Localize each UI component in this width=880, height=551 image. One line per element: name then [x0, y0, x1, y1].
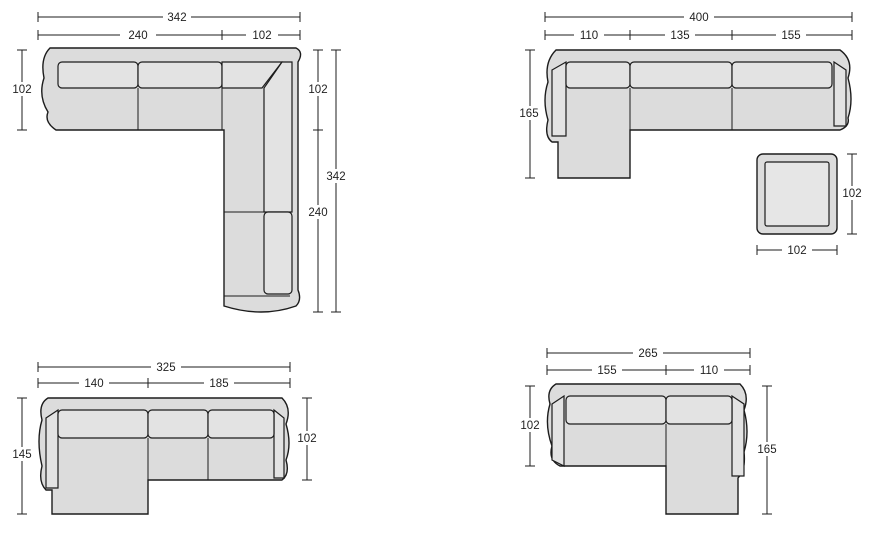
dim-label: 325 [156, 362, 175, 374]
back-cushion [263, 211, 293, 295]
dim-label: 135 [670, 30, 689, 42]
armrest [731, 394, 745, 477]
back-cushion [57, 409, 149, 439]
dim-label: 102 [787, 245, 806, 257]
ottoman-diagram: 102 102 [756, 153, 866, 257]
armrest [551, 394, 565, 467]
armrest [273, 408, 285, 479]
dim-label: 342 [326, 171, 345, 183]
dim-label: 185 [209, 378, 228, 390]
back-cushion [147, 409, 209, 439]
back-cushion [57, 61, 139, 89]
dim-label: 240 [128, 30, 147, 42]
dim-label: 102 [842, 188, 861, 200]
dim-label: 102 [297, 433, 316, 445]
dim-label: 102 [308, 84, 327, 96]
chaise-right-sofa-diagram: 265 155 110 102 165 [516, 346, 781, 515]
back-cushion [565, 395, 667, 425]
chaise-left-sofa-diagram: 400 110 135 155 165 [516, 10, 853, 179]
back-cushion [629, 61, 733, 89]
dim-label: 102 [520, 420, 539, 432]
dim-label: 110 [580, 30, 598, 42]
dim-label: 240 [308, 207, 327, 219]
dim-label: 145 [12, 449, 31, 461]
chaise-sofa-left-diagram: 325 140 185 145 102 [8, 360, 321, 515]
ottoman-cushion [764, 161, 830, 227]
back-cushion [565, 61, 631, 89]
back-cushion [665, 395, 733, 425]
dim-label: 165 [757, 444, 776, 456]
corner-back-cushion-vertical [263, 61, 293, 213]
dim-label: 110 [700, 365, 718, 377]
armrest [551, 60, 567, 137]
dim-label: 102 [252, 30, 271, 42]
dim-label: 265 [638, 348, 657, 360]
corner-back-cushion [221, 61, 284, 89]
back-cushion [137, 61, 223, 89]
dim-label: 102 [12, 84, 31, 96]
dim-label: 155 [597, 365, 616, 377]
armrest [833, 60, 847, 127]
dim-label: 400 [689, 12, 708, 24]
corner-sofa-diagram: 342 240 102 102 102 240 342 [8, 10, 350, 313]
dim-label: 165 [519, 108, 538, 120]
back-cushion [731, 61, 833, 89]
dim-label: 342 [167, 12, 186, 24]
armrest [45, 408, 59, 489]
dim-label: 155 [781, 30, 800, 42]
dim-label: 140 [84, 378, 103, 390]
back-cushion [207, 409, 275, 439]
corner-sofa-body [41, 47, 302, 313]
